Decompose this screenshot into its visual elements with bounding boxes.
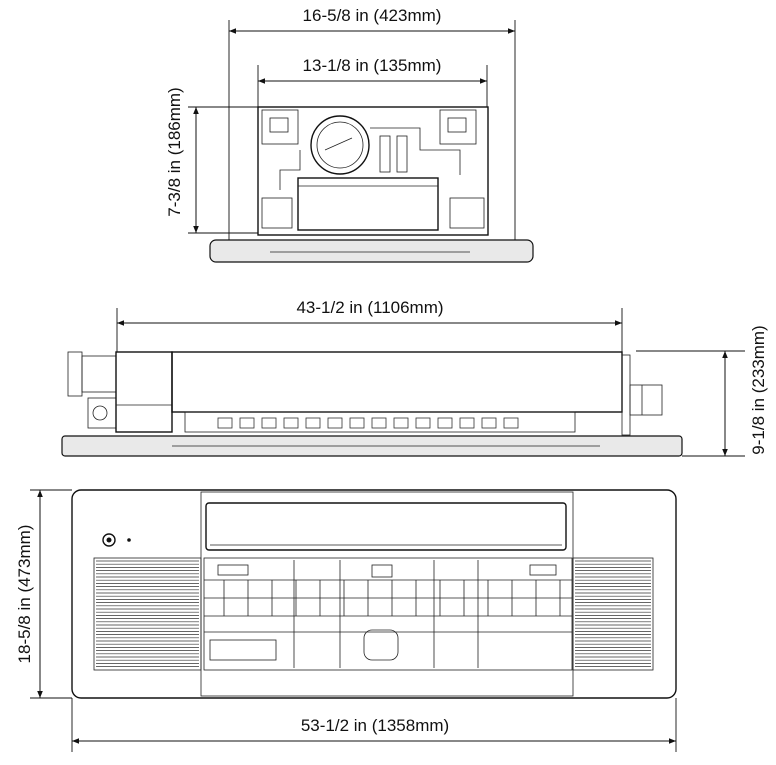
right-grille bbox=[572, 557, 654, 671]
dim-top-inner-label: 13-1/8 in (135mm) bbox=[303, 56, 442, 75]
dim-side-length-label: 43-1/2 in (1106mm) bbox=[296, 298, 443, 317]
dim-side-height-label: 9-1/8 in (233mm) bbox=[749, 325, 768, 454]
center-internal-grid bbox=[203, 557, 573, 671]
sensor-icon bbox=[102, 533, 116, 547]
piping-right bbox=[370, 127, 461, 175]
end-view-housing bbox=[257, 106, 489, 236]
center-frame bbox=[200, 491, 574, 697]
side-main-body bbox=[171, 351, 623, 413]
dim-side-length: 43-1/2 in (1106mm) bbox=[116, 298, 623, 352]
piping-left bbox=[279, 150, 301, 190]
dim-front-height: 18-5/8 in (473mm) bbox=[15, 489, 72, 699]
dim-front-width-label: 53-1/2 in (1358mm) bbox=[301, 716, 449, 735]
dim-top-outer-label: 16-5/8 in (423mm) bbox=[303, 6, 442, 25]
dim-top-height: 7-3/8 in (186mm) bbox=[165, 87, 258, 234]
dim-front-height-label: 18-5/8 in (473mm) bbox=[15, 525, 34, 664]
front-view bbox=[71, 489, 677, 699]
end-view bbox=[209, 106, 534, 263]
left-elec-box bbox=[87, 397, 117, 429]
side-left-section bbox=[115, 351, 173, 433]
dim-top-inner: 13-1/8 in (135mm) bbox=[257, 56, 488, 107]
front-panel bbox=[71, 489, 677, 699]
left-bracket bbox=[261, 109, 299, 145]
dim-top-outer: 16-5/8 in (423mm) bbox=[228, 6, 516, 240]
end-view-panel bbox=[209, 239, 534, 263]
drain-pan bbox=[297, 177, 439, 231]
side-view bbox=[61, 351, 683, 457]
right-bracket bbox=[439, 109, 477, 145]
fan-grille-icon bbox=[363, 629, 399, 661]
dim-side-height: 9-1/8 in (233mm) bbox=[636, 325, 768, 457]
left-pipe-stub bbox=[67, 351, 83, 397]
dim-top-height-label: 7-3/8 in (186mm) bbox=[165, 87, 184, 216]
left-grille bbox=[93, 557, 202, 671]
right-pipe-stub bbox=[629, 384, 663, 416]
front-louver bbox=[205, 502, 567, 551]
end-view-box-right bbox=[449, 197, 485, 229]
dim-front-width: 53-1/2 in (1358mm) bbox=[71, 698, 677, 752]
fan-motor bbox=[310, 115, 370, 175]
end-view-box-left bbox=[261, 197, 293, 229]
